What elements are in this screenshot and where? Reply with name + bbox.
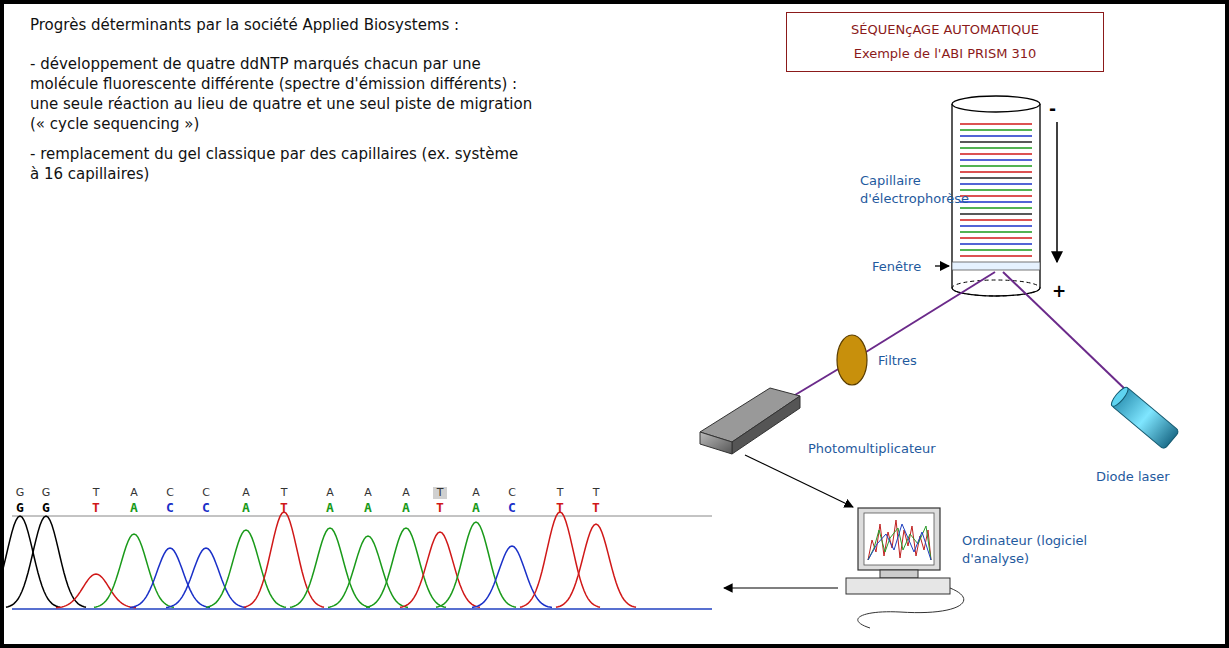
band	[960, 183, 1032, 185]
base-call: C	[508, 486, 516, 499]
base-letter: G	[42, 500, 50, 515]
band	[960, 123, 1032, 125]
part-label: Ordinateur (logiciel d'analyse)	[962, 532, 1112, 568]
note-text: - remplacement du gel classique par des …	[30, 144, 530, 184]
note-text: - développement de quatre ddNTP marqués …	[30, 54, 550, 134]
laser-diode	[1109, 385, 1180, 450]
title-box: SÉQUENçAGE AUTOMATIQUE Exemple de l'ABI P…	[786, 12, 1104, 72]
chromatogram	[0, 487, 712, 609]
band	[960, 159, 1032, 161]
band	[960, 195, 1032, 197]
peak	[400, 532, 480, 607]
peak	[56, 574, 136, 608]
part-label: Fenêtre	[872, 258, 921, 276]
signal-arrow	[745, 455, 853, 507]
base-letter: T	[92, 500, 100, 515]
polarity-sign: -	[1049, 98, 1056, 120]
base-call: A	[364, 486, 372, 499]
base-call: A	[402, 486, 410, 499]
band	[960, 153, 1032, 155]
base-call: G	[42, 486, 51, 499]
band	[960, 213, 1032, 215]
base-letter: A	[242, 500, 250, 515]
band	[960, 135, 1032, 137]
base-letter: T	[556, 500, 564, 515]
base-call: C	[202, 486, 210, 499]
leader-line	[935, 265, 949, 266]
peak	[520, 512, 600, 607]
base-call: G	[16, 486, 25, 499]
box-subtitle: Exemple de l'ABI PRISM 310	[801, 45, 1089, 63]
base-letter: T	[592, 500, 600, 515]
band	[960, 165, 1032, 167]
peak	[436, 522, 516, 607]
part-label: Diode laser	[1096, 468, 1170, 486]
part-label: Photomultiplicateur	[808, 440, 936, 458]
band	[960, 177, 1032, 179]
base-call: T	[281, 486, 288, 499]
base-call: A	[326, 486, 334, 499]
base-call: C	[166, 486, 174, 499]
band	[960, 171, 1032, 173]
base-letter: C	[202, 500, 210, 515]
base-letter: A	[364, 500, 372, 515]
band	[960, 147, 1032, 149]
base-letter: T	[280, 500, 288, 515]
base-call: T	[557, 486, 564, 499]
base-call: A	[242, 486, 250, 499]
part-label: Filtres	[878, 352, 917, 370]
band	[960, 225, 1032, 227]
band	[960, 231, 1032, 233]
band	[960, 219, 1032, 221]
photomultiplier	[700, 388, 800, 454]
box-heading: SÉQUENçAGE AUTOMATIQUE	[801, 21, 1089, 39]
peak	[6, 516, 86, 607]
laser-beam	[790, 272, 1128, 398]
capillary	[952, 96, 1040, 296]
base-letter: C	[166, 500, 174, 515]
band	[960, 189, 1032, 191]
base-letter: A	[326, 500, 334, 515]
base-letter: C	[508, 500, 516, 515]
band	[960, 201, 1032, 203]
peak	[206, 530, 286, 607]
base-letter: A	[402, 500, 410, 515]
base-letter: T	[436, 500, 444, 515]
output-arrow	[724, 587, 838, 588]
base-letter: A	[130, 500, 138, 515]
polarity-sign: +	[1052, 280, 1066, 302]
base-call: T	[437, 486, 444, 499]
peak	[94, 534, 174, 607]
band	[960, 255, 1032, 257]
band	[960, 207, 1032, 209]
band	[960, 249, 1032, 251]
base-call: A	[472, 486, 480, 499]
part-label: Capillaire d'électrophorèse	[860, 172, 960, 208]
peak	[244, 512, 324, 607]
base-letter: A	[472, 500, 480, 515]
peak	[0, 516, 60, 607]
band	[960, 237, 1032, 239]
peak	[290, 528, 370, 607]
base-call: A	[130, 486, 138, 499]
band	[960, 243, 1032, 245]
computer	[846, 508, 964, 628]
base-call: T	[593, 486, 600, 499]
migration-arrow	[1056, 122, 1058, 262]
peak	[556, 524, 636, 607]
base-call: T	[93, 486, 100, 499]
heading-text: Progrès déterminants par la société Appl…	[30, 16, 459, 34]
band	[960, 129, 1032, 131]
base-letter: G	[16, 500, 24, 515]
band	[960, 141, 1032, 143]
filter	[837, 335, 867, 385]
